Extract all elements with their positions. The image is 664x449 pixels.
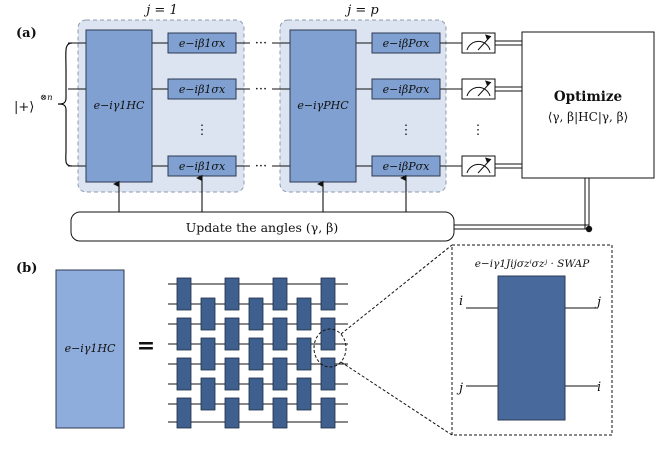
- equals-sign: =: [137, 333, 155, 359]
- brick-gate: [296, 297, 312, 331]
- mixer-gate-last-1: [371, 32, 441, 54]
- brick-gate: [176, 357, 192, 391]
- brick-gate: [176, 317, 192, 351]
- brick-gate: [296, 337, 312, 371]
- brick-gate: [200, 337, 216, 371]
- ellipsis-h-3: ···: [255, 159, 267, 174]
- zoom-title: e−iγ1Jijσzⁱσzʲ · SWAP: [475, 258, 590, 270]
- mixer-gate-last-label-3: e−iβPσx: [383, 160, 431, 173]
- wire-left-bottom: j: [456, 381, 463, 396]
- wire-right-bottom: i: [597, 380, 601, 395]
- panel-b-label: (b): [16, 261, 37, 276]
- update-angles-label: Update the angles (γ, β): [186, 220, 339, 235]
- brick-gates: [176, 277, 336, 429]
- wire-right-top: j: [594, 295, 601, 310]
- brick-gate: [224, 277, 240, 311]
- brick-gate: [272, 277, 288, 311]
- optimize-expr: ⟨γ, β|HC|γ, β⟩: [548, 110, 629, 124]
- wire-left-top: i: [459, 294, 463, 309]
- input-state-power: ⊗n: [40, 93, 53, 103]
- zoom-line-top: [340, 244, 453, 335]
- optimize-box: [521, 31, 655, 179]
- ellipsis-h-2: ···: [255, 82, 267, 97]
- brick-gate: [224, 317, 240, 351]
- ellipsis-v-3: ⋮: [472, 123, 485, 138]
- meter-icon: [461, 78, 496, 100]
- mixer-gate-last-2: [371, 78, 441, 100]
- meter-icon: [461, 32, 496, 54]
- ellipsis-v-1: ⋮: [196, 123, 209, 138]
- mixer-gate-first-1: [167, 32, 237, 54]
- update-angles-box: [70, 211, 455, 242]
- cost-gate-last-label: e−iγPHC: [297, 99, 349, 112]
- classical-wires: [495, 40, 522, 169]
- mixer-gate-first-2: [167, 78, 237, 100]
- brick-gate: [248, 377, 264, 411]
- zoom-line-bottom: [340, 361, 453, 436]
- feedback-wire: [453, 178, 590, 230]
- brick-gate: [272, 317, 288, 351]
- feedback-dot: [585, 225, 593, 233]
- brick-gate: [248, 337, 264, 371]
- brick-gate: [224, 357, 240, 391]
- input-state: |+⟩: [14, 100, 34, 115]
- panel-a-label: (a): [16, 26, 37, 41]
- cost-gate-first-label: e−iγ1HC: [94, 99, 145, 112]
- brick-gate: [272, 397, 288, 429]
- ellipsis-v-2: ⋮: [400, 123, 413, 138]
- brick-gate: [320, 357, 336, 391]
- brick-gate: [224, 397, 240, 429]
- mixer-gate-first-label-2: e−iβ1σx: [179, 83, 226, 96]
- brick-gate: [176, 277, 192, 311]
- meter-icon: [461, 155, 496, 177]
- mixer-gate-first-label-3: e−iβ1σx: [179, 160, 226, 173]
- ellipsis-h-1: ···: [255, 36, 267, 51]
- cost-gate-b: [55, 269, 125, 429]
- layer-last-label: j = p: [344, 3, 379, 18]
- brick-gate: [272, 357, 288, 391]
- layer-first-label: j = 1: [143, 3, 177, 18]
- qubit-wires: [68, 42, 462, 167]
- update-arrows: [113, 174, 407, 212]
- input-brace: [57, 42, 73, 167]
- mixer-gate-first-label-1: e−iβ1σx: [179, 37, 226, 50]
- zoom-gate: [497, 275, 566, 421]
- brick-gate: [176, 397, 192, 429]
- optimize-title: Optimize: [554, 89, 622, 105]
- brick-gate: [320, 317, 336, 351]
- brick-gate: [248, 297, 264, 331]
- brick-gate: [320, 397, 336, 429]
- mixer-gate-last-label-1: e−iβPσx: [383, 37, 431, 50]
- brick-gate: [200, 297, 216, 331]
- mixer-gate-last-label-2: e−iβPσx: [383, 83, 431, 96]
- brick-gate: [320, 277, 336, 311]
- zoom-circle: [313, 328, 347, 368]
- brick-gate: [200, 377, 216, 411]
- cost-gate-b-label: e−iγ1HC: [65, 342, 116, 355]
- brick-gate: [296, 377, 312, 411]
- zoom-wires: [466, 307, 598, 387]
